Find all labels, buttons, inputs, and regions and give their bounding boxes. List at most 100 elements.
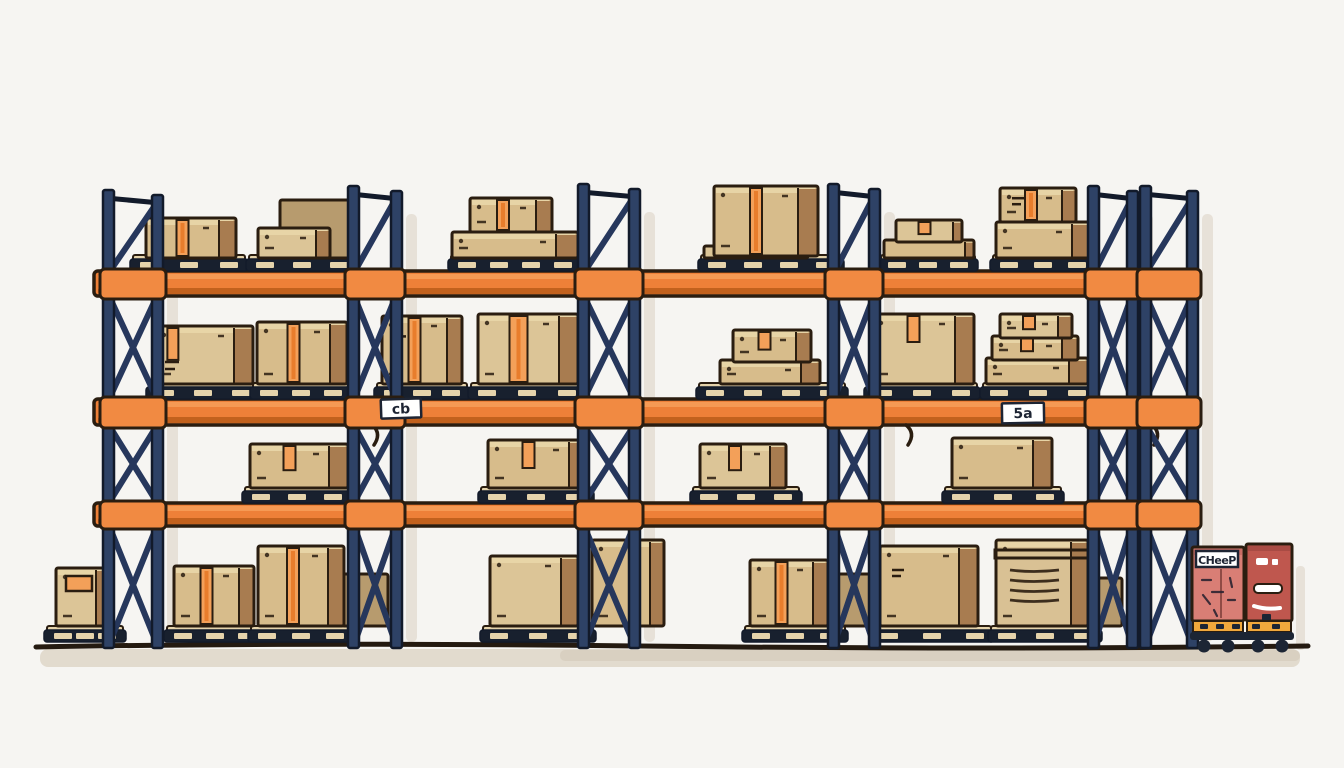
box-top (882, 547, 975, 553)
box-top (157, 327, 250, 333)
pallet-block (952, 390, 970, 396)
pallet-block (737, 494, 755, 500)
cross-brace (832, 295, 876, 400)
pallet-block (1000, 262, 1018, 268)
box-side (813, 563, 828, 626)
box-side (798, 189, 818, 256)
cart-stripe-vent (1252, 624, 1260, 629)
upright-shadow (644, 212, 655, 642)
box-label (64, 574, 94, 593)
box-marks (494, 446, 500, 452)
cardboard-box (998, 186, 1078, 224)
pallet-block (442, 390, 460, 396)
box-side (770, 447, 786, 488)
beam-connector (1083, 395, 1143, 430)
cardboard-box (718, 358, 822, 386)
cross-brace (1144, 525, 1194, 645)
box-side (536, 201, 552, 232)
beam-connector (98, 267, 168, 301)
cart-top-right (1248, 546, 1290, 551)
cardboard-box (731, 328, 813, 364)
box-top (472, 199, 549, 205)
box-side (239, 569, 254, 626)
pallet-block (174, 633, 192, 639)
pallet-block (258, 633, 276, 639)
pallet-block (1034, 262, 1052, 268)
cross-brace (1144, 424, 1194, 504)
crate-lines (1009, 568, 1060, 573)
box-marks (958, 444, 964, 450)
pallet-block (522, 262, 540, 268)
cardboard-box (984, 356, 1090, 386)
box-side (96, 571, 106, 626)
beam-connector (1083, 267, 1143, 301)
cart-stripe-vent (1272, 624, 1280, 629)
cross-brace (107, 424, 159, 504)
box-outline (256, 226, 332, 260)
box-side (965, 243, 974, 258)
pallet-block (952, 494, 970, 500)
box-outline (712, 184, 820, 258)
beam-underside (98, 518, 1194, 524)
box-face (884, 240, 974, 258)
box-top (260, 547, 341, 553)
pallet-block (292, 633, 310, 639)
pallet-block (950, 262, 968, 268)
box-top (58, 569, 103, 575)
cardboard-box (54, 566, 108, 628)
pallet-block (700, 494, 718, 500)
box-side (1058, 317, 1072, 338)
crate-lines (1009, 578, 1060, 583)
cardboard-box (450, 230, 580, 260)
beam-connector (1135, 395, 1203, 430)
box-marks (886, 552, 892, 558)
top-brace (352, 197, 398, 274)
pallet-block (527, 494, 545, 500)
cardboard-box (486, 438, 590, 490)
box-outline (144, 216, 238, 260)
box-top (874, 315, 971, 321)
box-side (556, 235, 578, 258)
cardboard-box (698, 442, 788, 490)
cardboard-box (990, 334, 1080, 362)
cart-shadow (1296, 566, 1305, 650)
pallet-block (1068, 262, 1086, 268)
box-tape (1020, 337, 1034, 353)
box-marks (992, 364, 998, 370)
pallet-block (554, 262, 572, 268)
cross-brace (1092, 525, 1134, 645)
box-outline (998, 312, 1074, 340)
box-tape (521, 441, 536, 469)
pallet-block (708, 262, 726, 268)
pallet-block (288, 494, 306, 500)
cardboard-box (998, 312, 1074, 340)
cardboard-box (153, 324, 255, 386)
floor-shadow (560, 650, 1300, 661)
cart-bumper (1190, 632, 1294, 640)
cart-wheel (1275, 639, 1289, 653)
beam-connector (823, 499, 885, 531)
pallet-block (1029, 390, 1047, 396)
box-marks (598, 546, 604, 552)
box-marks (739, 336, 745, 342)
box-outline (731, 328, 813, 364)
top-brace (832, 195, 876, 274)
box-side (328, 549, 344, 626)
cardboard-box (712, 184, 820, 258)
box-tape (917, 221, 932, 236)
pallet-block (774, 494, 792, 500)
pallet-block (180, 262, 198, 268)
box-top (998, 223, 1087, 229)
box-side (561, 559, 578, 626)
beam-connector (573, 499, 645, 531)
beam-connector (1135, 267, 1203, 301)
beam-hook (904, 423, 914, 447)
pallet-block (256, 262, 274, 268)
box-side (959, 549, 978, 626)
cart-vent (1256, 558, 1268, 565)
box-side (234, 329, 253, 384)
cart-handle (1253, 583, 1283, 594)
box-side (796, 333, 811, 362)
beam-label-plate: cb (379, 397, 423, 420)
